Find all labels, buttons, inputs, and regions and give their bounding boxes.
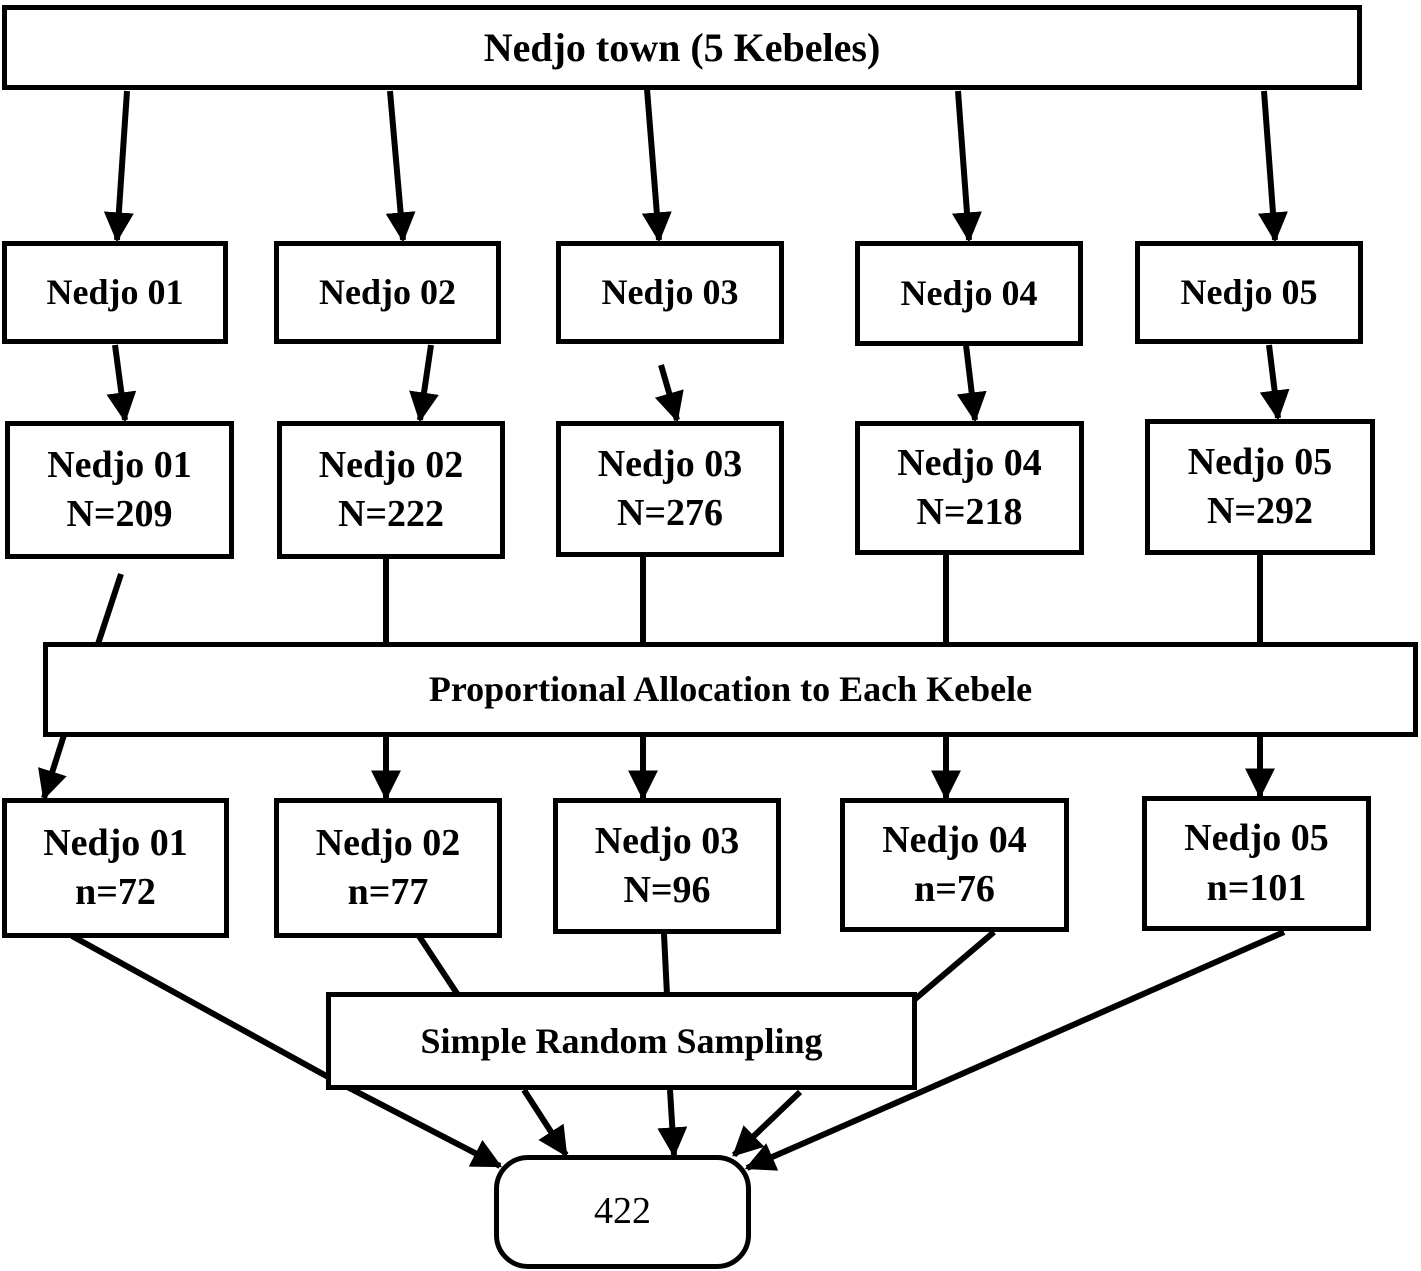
arrow-root-to-kebele-3 [641, 88, 672, 243]
kebele-box-4: Nedjo 04 [855, 241, 1083, 346]
sample-value: n=76 [914, 868, 995, 910]
population-box-2: Nedjo 02 N=222 [277, 421, 505, 559]
kebele-box-2: Nedjo 02 [274, 241, 501, 344]
sample-value: N=96 [623, 869, 711, 911]
kebele-name: Nedjo 03 [594, 819, 740, 862]
sampling-label: Simple Random Sampling [420, 1020, 823, 1061]
kebele-name: Nedjo 02 [318, 443, 464, 486]
kebele-name: Nedjo 04 [882, 818, 1027, 861]
arrow-sampling-to-total-1 [328, 1075, 503, 1169]
connector-sample-to-sampling-2 [416, 934, 461, 997]
arrow-kebele-to-population-3 [654, 364, 684, 423]
kebele-name: Nedjo 04 [897, 441, 1042, 484]
connector-sample-to-sampling-1 [70, 933, 332, 1081]
population-value: N=292 [1206, 490, 1314, 532]
arrow-sampling-to-total-2 [521, 1088, 569, 1158]
kebele-name: Nedjo 05 [1180, 272, 1318, 313]
kebele-name: Nedjo 02 [319, 272, 456, 313]
connector-sample-to-sampling-5 [912, 929, 1286, 1098]
arrow-kebele-to-population-5 [1259, 344, 1290, 421]
kebele-box-3: Nedjo 03 [556, 241, 784, 344]
root-box: Nedjo town (5 Kebeles) [2, 5, 1362, 90]
allocation-label: Proportional Allocation to Each Kebele [428, 669, 1033, 710]
arrow-root-to-kebele-1 [103, 90, 134, 243]
connector-population-to-allocation-1 [95, 573, 124, 645]
kebele-box-5: Nedjo 05 [1135, 241, 1363, 344]
total-box: 422 [494, 1155, 751, 1269]
arrow-root-to-kebele-2 [385, 90, 416, 243]
kebele-name: Nedjo 01 [43, 821, 188, 864]
kebele-name: Nedjo 01 [46, 272, 184, 313]
arrow-kebele-to-population-1 [106, 344, 137, 423]
arrow-sampling-to-total-3 [657, 1089, 688, 1158]
sample-value: n=77 [347, 871, 429, 913]
arrow-allocation-to-sample-1 [38, 734, 67, 801]
arrow-sampling-to-total-5 [744, 1092, 916, 1171]
sample-box-3: Nedjo 03 N=96 [553, 798, 781, 934]
arrow-root-to-kebele-4 [952, 90, 982, 243]
arrow-sampling-to-total-4 [731, 1089, 803, 1158]
connector-sample-to-sampling-3 [661, 933, 670, 996]
population-value: N=276 [616, 492, 724, 534]
arrow-root-to-kebele-5 [1258, 90, 1288, 243]
population-box-5: Nedjo 05 N=292 [1145, 419, 1375, 555]
population-value: N=222 [337, 493, 445, 535]
sample-value: n=72 [75, 871, 156, 913]
kebele-name: Nedjo 01 [47, 443, 192, 486]
root-label: Nedjo town (5 Kebeles) [483, 24, 881, 70]
kebele-name: Nedjo 04 [900, 273, 1038, 314]
population-value: N=209 [66, 493, 173, 535]
connector-sample-to-sampling-4 [912, 929, 996, 1003]
kebele-name: Nedjo 03 [601, 272, 739, 313]
sampling-box: Simple Random Sampling [326, 992, 917, 1090]
sample-box-4: Nedjo 04 n=76 [840, 798, 1069, 932]
kebele-name: Nedjo 05 [1184, 817, 1329, 860]
arrow-kebele-to-population-2 [409, 344, 439, 423]
kebele-name: Nedjo 02 [315, 821, 461, 864]
population-box-3: Nedjo 03 N=276 [556, 421, 784, 557]
kebele-name: Nedjo 03 [597, 442, 743, 485]
population-value: N=218 [916, 491, 1023, 533]
sample-value: n=101 [1206, 866, 1307, 909]
sample-box-2: Nedjo 02 n=77 [274, 798, 502, 938]
arrow-kebele-to-population-4 [956, 344, 987, 423]
sample-box-5: Nedjo 05 n=101 [1142, 796, 1371, 931]
population-box-1: Nedjo 01 N=209 [5, 421, 234, 559]
kebele-name: Nedjo 05 [1187, 440, 1333, 483]
kebele-box-1: Nedjo 01 [2, 241, 228, 344]
population-box-4: Nedjo 04 N=218 [855, 421, 1084, 555]
total-value: 422 [594, 1190, 651, 1233]
sample-box-1: Nedjo 01 n=72 [2, 798, 229, 938]
allocation-box: Proportional Allocation to Each Kebele [43, 642, 1418, 737]
